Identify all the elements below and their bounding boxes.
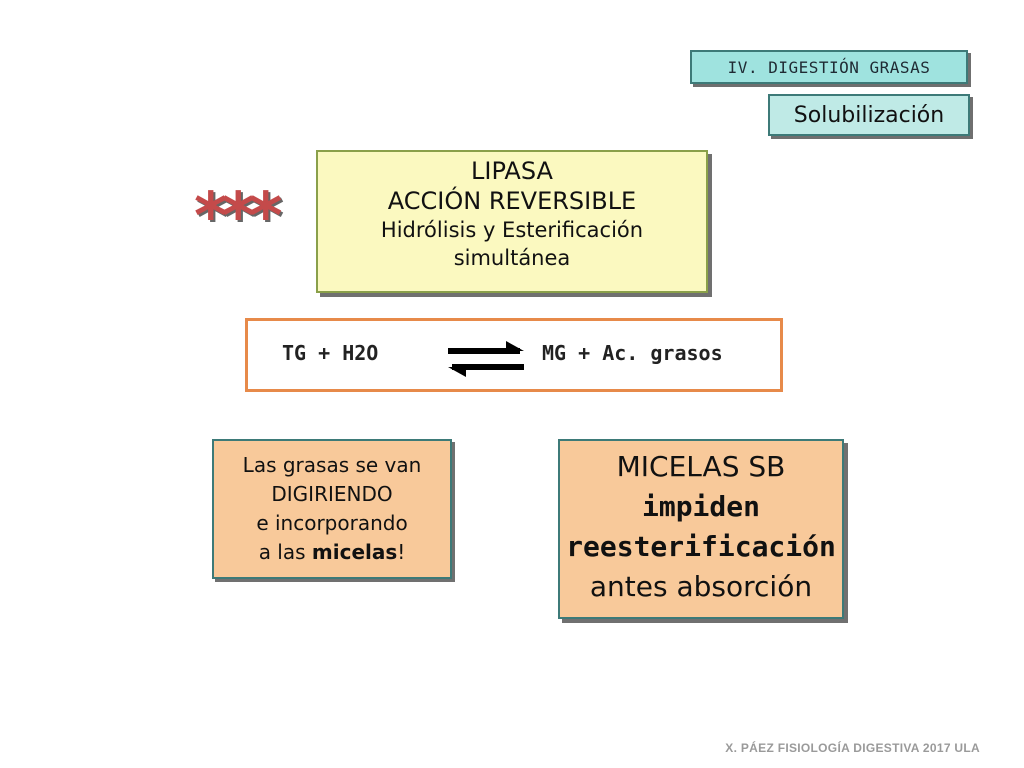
lipasa-title: LIPASA [471,157,553,185]
lipasa-desc-2: simultánea [453,246,571,270]
section-tag: IV. DIGESTIÓN GRASAS [690,50,968,84]
equation-box: TG + H2O MG + Ac. grasos [245,318,783,392]
micelas-tail: antes absorción [589,570,813,603]
grasas-line-4-post: ! [397,540,406,564]
micelas-object: reesterificación [566,530,836,563]
footer-credit: X. PÁEZ FISIOLOGÍA DIGESTIVA 2017 ULA [725,741,980,755]
equation-products: MG + Ac. grasos [542,341,723,365]
grasas-line-1: Las grasas se van [242,453,422,477]
lipasa-desc-1: Hidrólisis y Esterificación [380,218,644,242]
equation-reactants: TG + H2O [282,341,379,365]
grasas-micelas-word: micelas [311,540,398,564]
subsection-tag: Solubilización [768,94,970,136]
lipasa-box: LIPASA ACCIÓN REVERSIBLE Hidrólisis y Es… [316,150,708,293]
grasas-box: Las grasas se van DIGIRIENDO e incorpora… [212,439,452,579]
micelas-verb: impiden [641,490,760,523]
grasas-line-4: a las micelas! [214,538,450,567]
micelas-box: MICELAS SB impiden reesterificación ante… [558,439,844,619]
grasas-line-4-pre: a las [258,540,312,564]
grasas-line-2: DIGIRIENDO [271,482,393,506]
grasas-line-3: e incorporando [256,511,408,535]
equilibrium-arrows-icon [448,341,524,377]
stars-mark: *** [194,180,282,254]
lipasa-subtitle: ACCIÓN REVERSIBLE [387,187,637,215]
micelas-title: MICELAS SB [616,450,786,483]
